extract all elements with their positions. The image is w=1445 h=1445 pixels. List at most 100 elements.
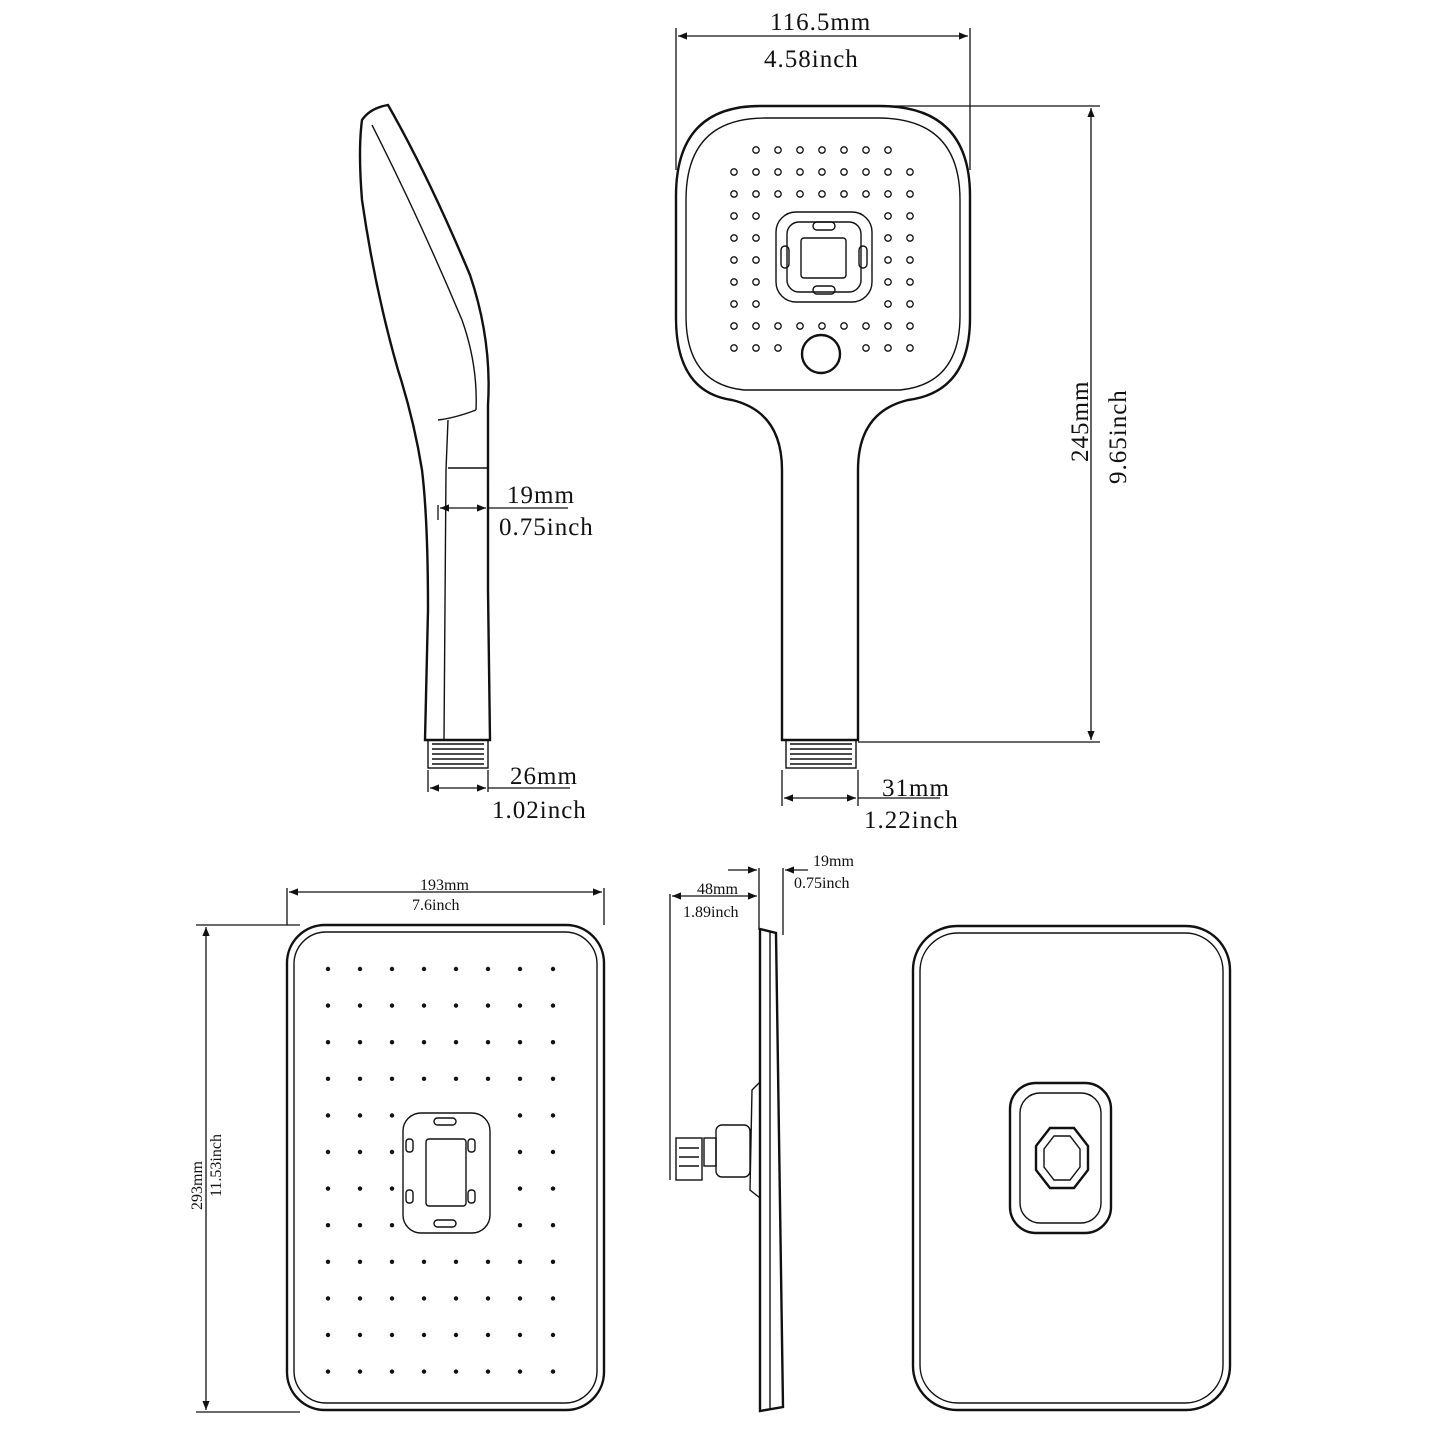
side-hose-connector bbox=[427, 739, 489, 769]
rain-nozzle bbox=[357, 1003, 363, 1008]
rain-nozzle bbox=[453, 1369, 459, 1374]
rain-nozzle bbox=[357, 1040, 363, 1045]
handheld-nozzle bbox=[752, 234, 760, 242]
handheld-nozzle bbox=[774, 322, 782, 330]
handheld-nozzle bbox=[818, 168, 826, 176]
handheld-nozzle bbox=[752, 344, 760, 352]
rain-nozzle bbox=[389, 1296, 395, 1301]
rain-nozzle bbox=[485, 1369, 491, 1374]
rain-nozzle bbox=[325, 1259, 331, 1265]
handheld-nozzle bbox=[752, 212, 760, 220]
handheld-nozzle bbox=[906, 212, 914, 220]
rain-nozzle bbox=[517, 1149, 523, 1155]
handheld-nozzle bbox=[774, 190, 782, 198]
handheld-nozzle bbox=[862, 146, 870, 154]
rain-nozzle bbox=[550, 1003, 556, 1008]
rain-nozzle bbox=[357, 1296, 363, 1301]
rain-nozzle bbox=[485, 1332, 491, 1338]
handheld-nozzle bbox=[730, 234, 738, 242]
handheld-nozzle bbox=[752, 322, 760, 330]
handheld-nozzle bbox=[840, 190, 848, 198]
handheld-nozzle bbox=[840, 146, 848, 154]
rain-nozzle bbox=[389, 1223, 395, 1228]
handheld-nozzle bbox=[840, 322, 848, 330]
handheld-nozzle bbox=[884, 256, 892, 264]
rain-nozzle bbox=[325, 1113, 331, 1118]
handheld-nozzle bbox=[906, 344, 914, 352]
rain-nozzle bbox=[517, 966, 523, 972]
front-width-mm: 116.5mm bbox=[770, 9, 871, 36]
rain-nozzle bbox=[357, 1223, 363, 1228]
side-neck-mm: 19mm bbox=[507, 482, 575, 509]
rain-nozzle bbox=[421, 1369, 427, 1374]
rain-nozzle bbox=[357, 1332, 363, 1338]
handheld-nozzle bbox=[906, 322, 914, 330]
rain-nozzle bbox=[389, 1076, 395, 1082]
rain-nozzle bbox=[389, 1332, 395, 1338]
rain-nozzle bbox=[453, 1296, 459, 1301]
handheld-nozzle bbox=[862, 168, 870, 176]
handheld-nozzle bbox=[884, 322, 892, 330]
handheld-side-view: 19mm 0.75inch 26mm 1.02inch bbox=[358, 103, 593, 824]
handheld-nozzle bbox=[884, 234, 892, 242]
handheld-nozzle bbox=[796, 146, 804, 154]
rain-nozzle-grid bbox=[325, 966, 556, 1374]
rain-width-mm: 193mm bbox=[420, 877, 469, 894]
front-hose-connector bbox=[785, 739, 857, 769]
handheld-nozzle bbox=[774, 344, 782, 352]
rain-nozzle bbox=[550, 1223, 556, 1228]
handheld-nozzle bbox=[906, 300, 914, 308]
handheld-nozzle bbox=[774, 146, 782, 154]
rain-nozzle bbox=[453, 1259, 459, 1265]
rain-nozzle bbox=[421, 1076, 427, 1082]
rain-nozzle bbox=[485, 1296, 491, 1301]
rain-nozzle bbox=[325, 1040, 331, 1045]
handheld-nozzle bbox=[730, 168, 738, 176]
rain-nozzle bbox=[453, 1076, 459, 1082]
dim-side-connector bbox=[427, 770, 570, 792]
rain-nozzle bbox=[389, 966, 395, 972]
handheld-nozzle bbox=[884, 146, 892, 154]
rain-nozzle bbox=[389, 1186, 395, 1191]
rain-nozzle bbox=[453, 1332, 459, 1338]
handheld-nozzle bbox=[906, 168, 914, 176]
handheld-nozzle bbox=[884, 344, 892, 352]
dim-rain-width bbox=[286, 888, 605, 925]
handheld-nozzle bbox=[730, 322, 738, 330]
rain-nozzle bbox=[389, 1040, 395, 1045]
rain-nozzle bbox=[421, 1259, 427, 1265]
rain-nozzle bbox=[517, 1223, 523, 1228]
handheld-nozzle bbox=[862, 344, 870, 352]
rain-thickness-inch: 0.75inch bbox=[794, 875, 850, 892]
dim-side-neck bbox=[437, 485, 568, 520]
rain-nozzle bbox=[325, 1149, 331, 1155]
handheld-nozzle bbox=[752, 168, 760, 176]
rain-nozzle bbox=[389, 1149, 395, 1155]
rain-nozzle bbox=[550, 1040, 556, 1045]
rain-nozzle bbox=[325, 1076, 331, 1082]
handheld-nozzle bbox=[818, 146, 826, 154]
handheld-nozzle bbox=[906, 190, 914, 198]
rain-nozzle bbox=[517, 1332, 523, 1338]
rain-center-panel bbox=[402, 1112, 491, 1234]
handheld-nozzle bbox=[862, 190, 870, 198]
rain-depth-inch: 1.89inch bbox=[683, 904, 739, 921]
rain-nozzle bbox=[550, 1369, 556, 1374]
handheld-nozzle bbox=[906, 278, 914, 286]
rain-nozzle bbox=[517, 1186, 523, 1191]
rain-nozzle bbox=[550, 1332, 556, 1338]
rain-nozzle bbox=[357, 1113, 363, 1118]
rain-shower-front-view: 193mm 7.6inch 293mm 11.53inch bbox=[189, 877, 606, 1413]
rain-nozzle bbox=[485, 1003, 491, 1008]
rain-nozzle bbox=[517, 1076, 523, 1082]
dim-rain-depth bbox=[669, 868, 760, 1180]
handheld-nozzle bbox=[796, 168, 804, 176]
handheld-nozzle bbox=[884, 212, 892, 220]
rain-nozzle bbox=[550, 1149, 556, 1155]
handheld-center-panel bbox=[775, 211, 873, 303]
rain-nozzle bbox=[357, 1369, 363, 1374]
rain-depth-mm: 48mm bbox=[697, 881, 738, 898]
mode-switch-button bbox=[800, 333, 842, 375]
rain-nozzle bbox=[485, 1076, 491, 1082]
